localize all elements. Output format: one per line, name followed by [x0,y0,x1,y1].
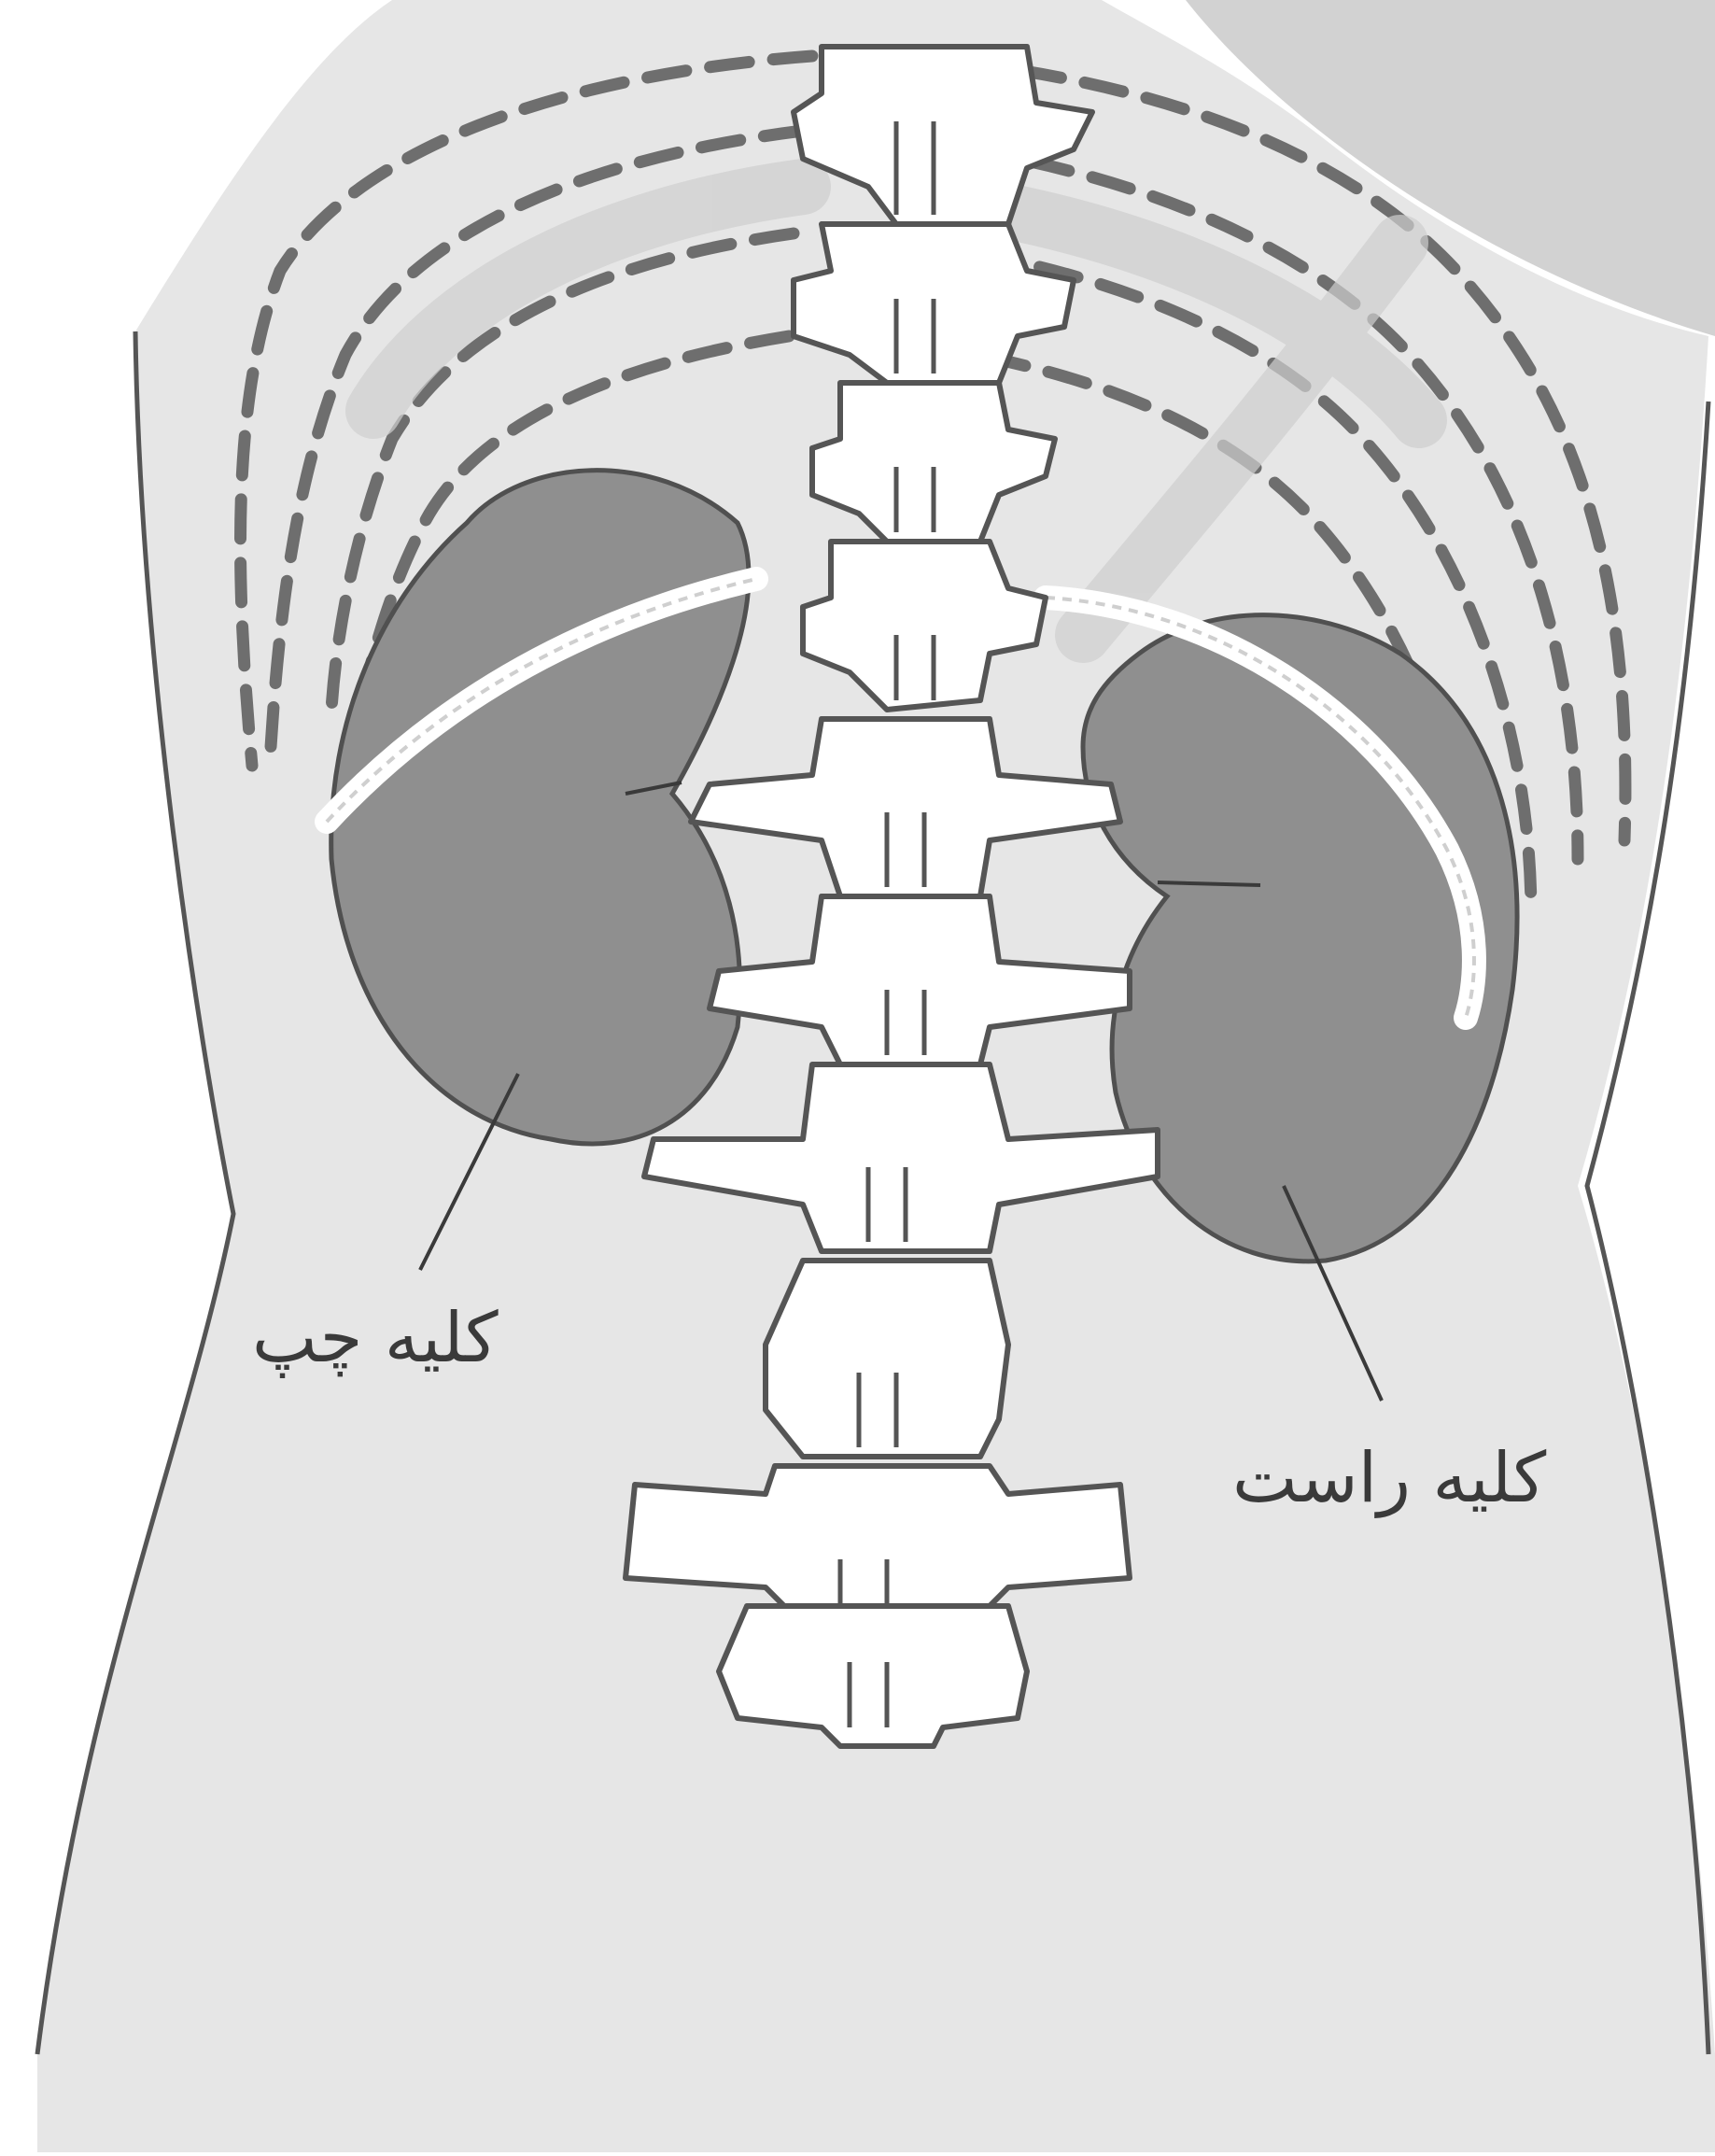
right-kidney-label: کلیه راست [1232,1438,1546,1518]
vertebra-l4 [766,1261,1008,1457]
left-kidney-label: کلیه چپ [252,1298,499,1378]
